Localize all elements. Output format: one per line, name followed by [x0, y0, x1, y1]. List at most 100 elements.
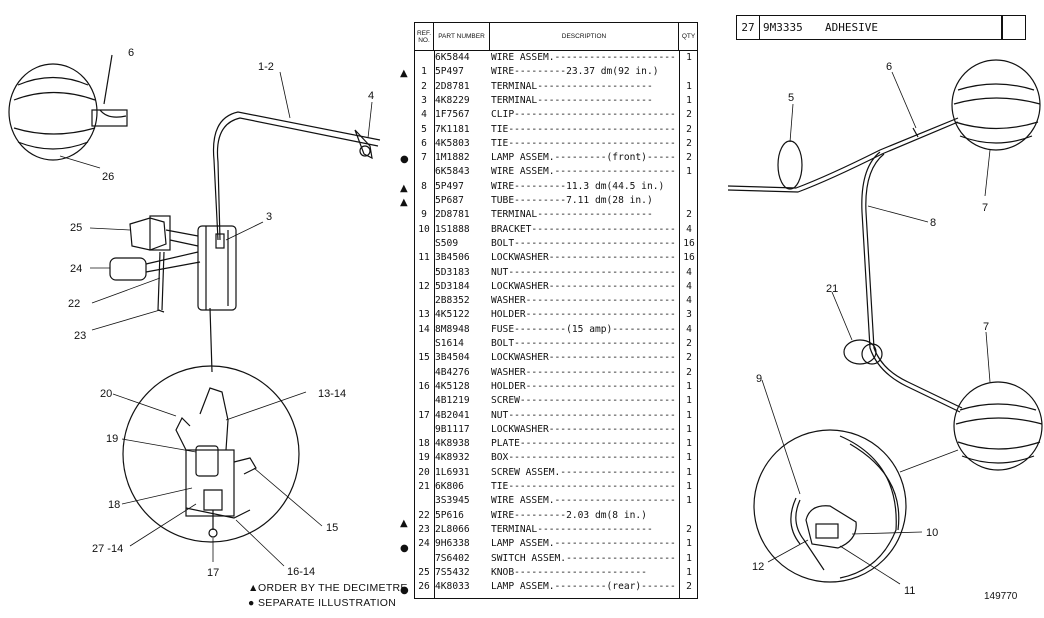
part-number-cell: 2L8066 [435, 523, 470, 535]
marker-triangle-22: ▲ [400, 518, 408, 529]
qty-cell: 1 [686, 566, 692, 578]
qty-cell: 1 [686, 495, 692, 507]
description-cell: TERMINAL-------------------- [491, 523, 653, 535]
part-number-cell: 4K8033 [435, 581, 470, 593]
table-row: 13 4K5122 HOLDER--------------------------… [415, 308, 697, 322]
part-number-cell: 4B2041 [435, 409, 470, 421]
ref-cell: 14 [418, 323, 430, 335]
callout-7-upper: 7 [982, 202, 988, 214]
leader-lines [59, 71, 991, 585]
qty-cell: 2 [686, 123, 692, 135]
callout-1-2: 1-2 [258, 61, 274, 73]
description-cell: TIE------------------------------ [491, 123, 677, 135]
description-cell: HOLDER-------------------------- [491, 380, 676, 392]
table-row: 5P687 TUBE---------7.11 dm(28 in.) [415, 194, 697, 208]
description-cell: CLIP----------------------------- [491, 109, 677, 121]
callout-7-lower: 7 [983, 321, 989, 333]
qty-cell: 1 [686, 466, 692, 478]
part-number-cell: 1L6931 [435, 466, 470, 478]
qty-cell: 1 [686, 438, 692, 450]
qty-cell: 4 [686, 295, 692, 307]
qty-cell: 1 [686, 166, 692, 178]
part-number-cell: 4K5128 [435, 380, 470, 392]
description-cell: WASHER-------------------------- [491, 366, 676, 378]
description-cell: SCREW--------------------------- [491, 395, 676, 407]
header-ref: REF. NO. [415, 23, 434, 50]
qty-cell: 2 [686, 581, 692, 593]
ref-cell: 23 [418, 523, 430, 535]
harness-assembly [109, 111, 381, 373]
marker-triangle-8a: ▲ [400, 183, 408, 194]
callout-19: 19 [106, 433, 118, 445]
adhesive-qty [1002, 16, 1025, 39]
callout-5: 5 [788, 92, 794, 104]
ref-cell: 8 [421, 180, 427, 192]
callout-labels: 1-2 3 4 6 26 25 24 22 23 20 19 18 27 -14… [68, 47, 989, 597]
ref-cell: 13 [418, 309, 430, 321]
description-cell: HOLDER-------------------------- [491, 309, 676, 321]
description-cell: NUT----------------------------- [491, 409, 676, 421]
qty-cell: 1 [686, 538, 692, 550]
description-cell: SWITCH ASSEM.------------------- [491, 552, 676, 564]
ref-cell: 12 [418, 280, 430, 292]
callout-21: 21 [826, 283, 838, 295]
qty-cell: 1 [686, 380, 692, 392]
part-number-cell: 5P497 [435, 180, 464, 192]
qty-cell: 1 [686, 552, 692, 564]
callout-26: 26 [102, 171, 114, 183]
ref-cell: 20 [418, 466, 430, 478]
ref-cell: 9 [421, 209, 427, 221]
ref-cell: 24 [418, 538, 430, 550]
part-number-cell: 5P616 [435, 509, 464, 521]
callout-22: 22 [68, 298, 80, 310]
part-number-cell: 5P497 [435, 66, 464, 78]
callout-13-14: 13-14 [318, 388, 346, 400]
qty-cell: 1 [686, 395, 692, 407]
ref-cell: 7 [421, 152, 427, 164]
ref-cell: 5 [421, 123, 427, 135]
ref-cell: 2 [421, 80, 427, 92]
callout-6-left: 6 [128, 47, 134, 59]
description-cell: TERMINAL-------------------- [491, 94, 653, 106]
callout-16-14: 16-14 [287, 566, 315, 578]
callout-10: 10 [926, 527, 938, 539]
callout-24: 24 [70, 263, 82, 275]
callout-4: 4 [368, 90, 374, 102]
header-description: DESCRIPTION [490, 23, 679, 50]
part-number-cell: 4K5122 [435, 309, 470, 321]
description-cell: TERMINAL-------------------- [491, 80, 653, 92]
description-cell: WIRE ASSEM.--------------------- [491, 52, 676, 63]
callout-15: 15 [326, 522, 338, 534]
qty-cell: 1 [686, 409, 692, 421]
ref-cell: 3 [421, 94, 427, 106]
qty-cell: 4 [686, 266, 692, 278]
ref-cell: 26 [418, 581, 430, 593]
part-number-cell: 3B4506 [435, 252, 470, 264]
adhesive-row: 27 9M3335 ADHESIVE [736, 15, 1026, 40]
adhesive-ref: 27 [737, 16, 760, 39]
marker-circle-26: ● [400, 585, 409, 596]
ref-cell: 19 [418, 452, 430, 464]
front-harness-illustration [727, 59, 1043, 583]
part-number-cell: 4B4276 [435, 366, 470, 378]
part-number-cell: 3B4504 [435, 352, 470, 364]
description-cell: WIRE---------2.03 dm(8 in.) [491, 509, 647, 521]
qty-cell: 1 [686, 80, 692, 92]
